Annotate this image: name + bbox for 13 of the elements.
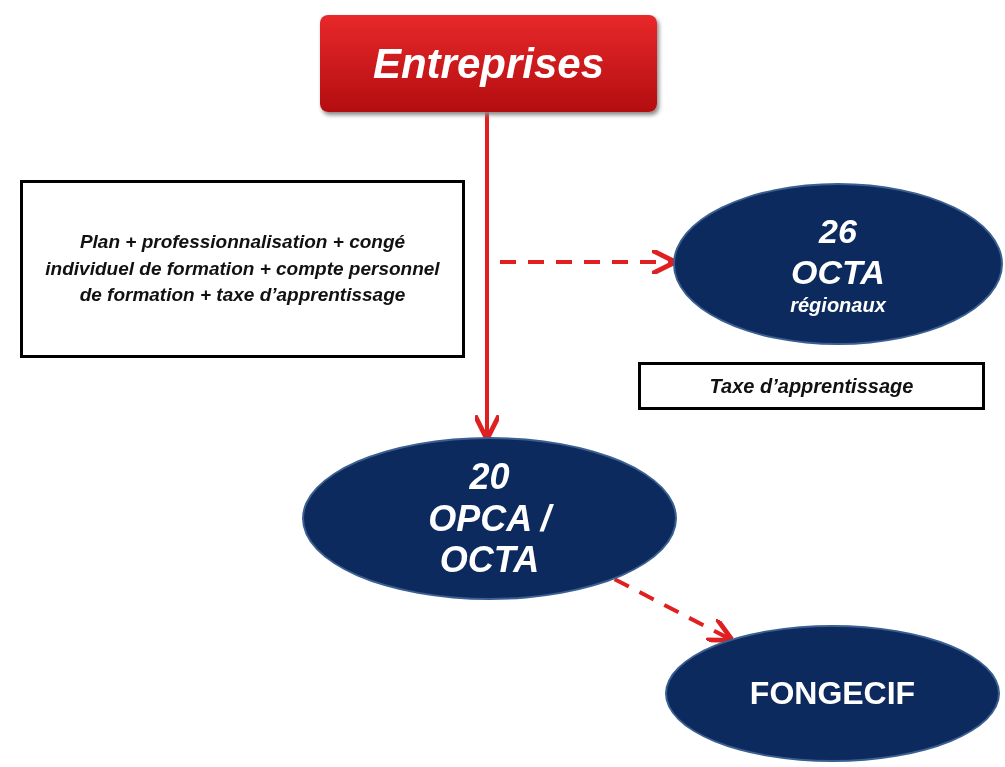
title-box	[320, 15, 657, 112]
note-box	[20, 180, 465, 358]
node-label: régionaux	[790, 292, 886, 317]
node-title: Entreprises	[372, 39, 605, 88]
node-label: OCTA	[791, 252, 885, 293]
note-box	[638, 362, 985, 410]
arrow	[613, 577, 735, 643]
note-text: Plan + professionnalisation + congé individuel de formation + compte personnel de formation + taxe d’apprentissage	[44, 230, 441, 308]
node-label: 26	[819, 211, 857, 252]
node-label: 20	[469, 456, 510, 498]
node-label: OPCA / OCTA	[414, 497, 565, 581]
node-label: FONGECIF	[749, 675, 916, 712]
note-text: Taxe d’apprentissage	[709, 374, 914, 399]
